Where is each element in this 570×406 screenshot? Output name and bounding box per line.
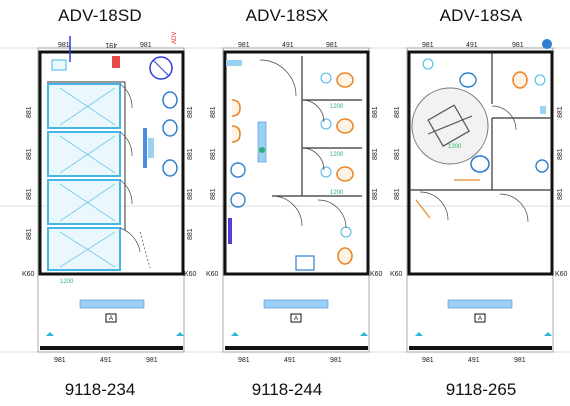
svg-text:881: 881: [187, 188, 194, 200]
svg-text:981: 981: [238, 42, 250, 49]
dim-top-right: 981: [140, 42, 152, 49]
svg-text:881: 881: [372, 148, 379, 160]
plan-1: 981 491 981: [22, 32, 197, 364]
svg-text:881: 881: [187, 228, 194, 240]
svg-text:981: 981: [422, 42, 434, 49]
dim-1200-1: 1200: [60, 279, 74, 285]
svg-text:881: 881: [187, 148, 194, 160]
svg-text:981: 981: [54, 357, 66, 364]
svg-text:881: 881: [394, 106, 401, 118]
svg-text:1200: 1200: [330, 152, 344, 158]
svg-text:K60: K60: [390, 271, 403, 278]
svg-text:881: 881: [26, 228, 33, 240]
svg-text:491: 491: [284, 357, 296, 364]
svg-text:491: 491: [282, 42, 294, 49]
svg-text:881: 881: [26, 148, 33, 160]
svg-text:881: 881: [210, 148, 217, 160]
svg-text:881: 881: [557, 148, 564, 160]
svg-text:881: 881: [210, 106, 217, 118]
plan-title-2: ADV-18SX: [245, 6, 329, 25]
dim-top-left: 981: [58, 42, 70, 49]
svg-text:881: 881: [372, 188, 379, 200]
svg-text:491: 491: [468, 357, 480, 364]
svg-text:1200: 1200: [330, 104, 344, 110]
svg-text:881: 881: [187, 106, 194, 118]
svg-text:881: 881: [26, 106, 33, 118]
svg-text:K60: K60: [370, 271, 383, 278]
svg-text:491: 491: [100, 357, 112, 364]
plan-code-3: 9118-265: [445, 380, 517, 399]
svg-text:881: 881: [394, 188, 401, 200]
svg-text:K60: K60: [555, 271, 568, 278]
svg-text:881: 881: [26, 188, 33, 200]
plan-title-1: ADV-18SD: [58, 6, 142, 25]
svg-text:A: A: [478, 316, 482, 322]
svg-text:881: 881: [372, 106, 379, 118]
svg-text:981: 981: [146, 357, 158, 364]
plan-code-1: 9118-234: [64, 380, 136, 399]
svg-text:A: A: [294, 316, 298, 322]
k60-left-1: K60: [22, 271, 35, 278]
dim-top-mid: 491: [105, 41, 117, 48]
plan-title-3: ADV-18SA: [439, 6, 523, 25]
svg-text:981: 981: [514, 357, 526, 364]
svg-text:ADV: ADV: [172, 32, 178, 44]
svg-text:881: 881: [210, 188, 217, 200]
svg-text:981: 981: [512, 42, 524, 49]
plan-3: 981 491 981: [390, 39, 568, 364]
svg-text:981: 981: [330, 357, 342, 364]
svg-text:881: 881: [557, 106, 564, 118]
svg-text:1200: 1200: [448, 144, 462, 150]
svg-text:881: 881: [394, 148, 401, 160]
svg-text:A: A: [109, 316, 113, 322]
svg-text:491: 491: [466, 42, 478, 49]
svg-text:981: 981: [238, 357, 250, 364]
plan-code-2: 9118-244: [251, 380, 323, 399]
svg-text:1200: 1200: [330, 190, 344, 196]
svg-text:981: 981: [422, 357, 434, 364]
k60-right-1: K60: [184, 271, 197, 278]
plan-2: 981 491 981: [206, 42, 383, 364]
svg-text:881: 881: [557, 188, 564, 200]
svg-text:981: 981: [326, 42, 338, 49]
svg-text:K60: K60: [206, 271, 219, 278]
